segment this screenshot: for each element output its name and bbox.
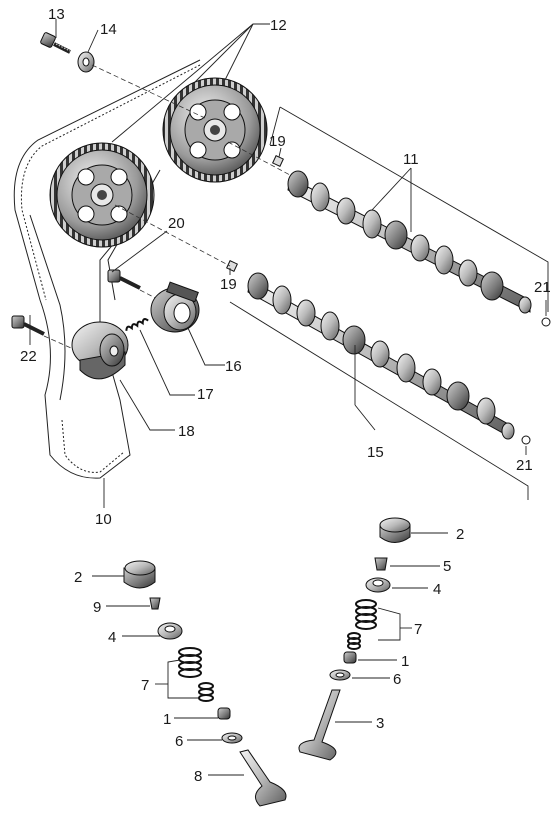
callout-7-right: 7 — [414, 621, 422, 638]
callout-8: 8 — [194, 768, 202, 785]
callout-6-left: 6 — [175, 733, 183, 750]
camshaft-lower — [226, 260, 531, 445]
callout-20: 20 — [168, 215, 185, 232]
callout-21-upper: 21 — [534, 279, 551, 296]
callout-2-right: 2 — [456, 526, 464, 543]
callout-2-left: 2 — [74, 569, 82, 586]
callout-1-right: 1 — [401, 653, 409, 670]
callout-4-left: 4 — [108, 629, 116, 646]
callout-11: 11 — [403, 151, 419, 168]
camshaft-sprocket-upper — [162, 77, 268, 183]
callout-3: 3 — [376, 715, 384, 732]
bolt-22 — [11, 315, 45, 336]
callout-14: 14 — [100, 21, 117, 38]
callout-12: 12 — [270, 17, 287, 34]
callout-19-upper: 19 — [269, 133, 286, 150]
valve-train-left — [123, 560, 287, 807]
callout-22: 22 — [20, 348, 37, 365]
callout-17: 17 — [197, 386, 214, 403]
callout-13: 13 — [48, 6, 65, 23]
valve-train-right — [298, 517, 411, 761]
callout-19-lower: 19 — [220, 276, 237, 293]
callout-1-left: 1 — [163, 711, 171, 728]
leader-lines — [29, 19, 549, 776]
tensioner-16 — [150, 281, 200, 333]
callout-labels: 13 14 12 19 11 20 21 19 16 17 18 22 15 2… — [20, 6, 551, 785]
spring-17 — [125, 318, 149, 331]
callout-10: 10 — [95, 511, 112, 528]
callout-16: 16 — [225, 358, 242, 375]
callout-4-right: 4 — [433, 581, 441, 598]
camshaft-sprocket-lower — [49, 142, 155, 248]
callout-6-right: 6 — [393, 671, 401, 688]
idler-pulley-18 — [71, 321, 129, 380]
callout-18: 18 — [178, 423, 195, 440]
callout-15: 15 — [367, 444, 384, 461]
callout-21-lower: 21 — [516, 457, 533, 474]
washer-14 — [77, 51, 95, 73]
bolt-20 — [107, 269, 141, 290]
callout-5: 5 — [443, 558, 451, 575]
callout-9: 9 — [93, 599, 101, 616]
callout-7-left: 7 — [141, 677, 149, 694]
bolt-13 — [40, 32, 71, 54]
camshaft-upper — [272, 155, 551, 327]
